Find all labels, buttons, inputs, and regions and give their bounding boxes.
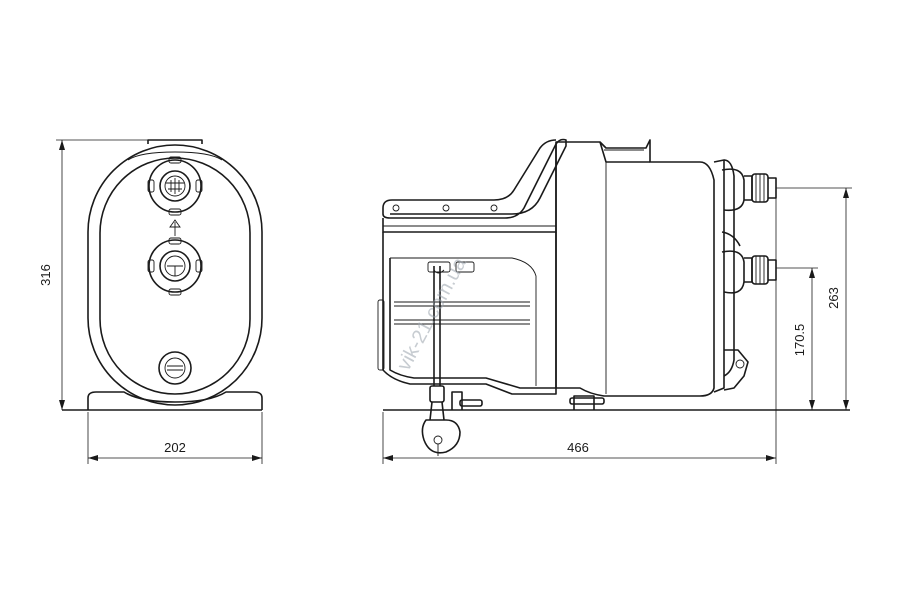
side-width-dimension: 466 [382,186,777,464]
side-view [377,138,850,456]
watermark: vik-21.com.ua [393,253,471,374]
front-width-dimension: 202 [87,412,263,464]
power-cable [421,266,461,456]
front-view [62,139,263,411]
inlet-port [147,237,203,296]
front-height-dimension: 316 [38,139,148,410]
outlet-connection [721,168,777,247]
outlet-height-label: 263 [826,287,841,309]
inlet-height-label: 170.5 [792,324,807,357]
flow-arrow-icon [169,219,181,236]
drain-plug [158,351,192,385]
front-height-label: 316 [38,264,53,286]
front-width-label: 202 [164,440,186,455]
outlet-port [147,156,203,216]
feet [451,391,605,410]
inlet-connection [721,250,777,294]
outlet-height-dimension: 263 [776,187,852,410]
side-width-label: 466 [567,440,589,455]
inlet-height-dimension: 170.5 [776,267,818,410]
